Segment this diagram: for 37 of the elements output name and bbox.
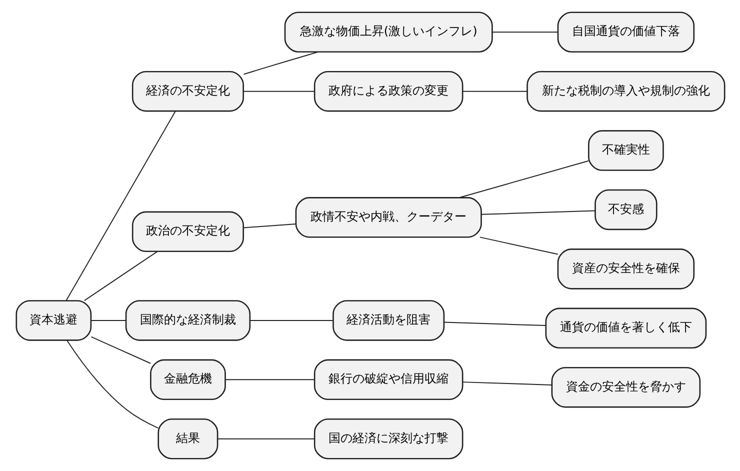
- connector: [242, 51, 318, 75]
- connector: [249, 320, 333, 321]
- node-box: 経済の不安定化: [131, 70, 244, 112]
- connector: [458, 160, 588, 198]
- connector: [492, 32, 558, 33]
- connector: [90, 336, 151, 364]
- node-box: 銀行の破綻や信用収縮: [313, 359, 463, 400]
- node-box: 国際的な経済制裁: [124, 300, 250, 341]
- connector: [83, 251, 158, 302]
- connector: [90, 320, 126, 321]
- connector: [443, 322, 546, 326]
- node-box: 結果: [157, 418, 218, 460]
- node-box: 資本逃避: [15, 300, 92, 341]
- node-box: 資金の安全性を脅かす: [550, 366, 700, 408]
- node-box: 新たな税制の導入や規制の強化: [526, 70, 725, 112]
- node-box: 資産の安全性を確保: [556, 248, 694, 290]
- node-box: 自国通貨の価値下落: [556, 12, 694, 53]
- connector: [65, 110, 176, 302]
- connector: [216, 438, 314, 440]
- connector: [242, 90, 314, 92]
- node-box: 国の経済に深刻な打撃: [313, 418, 463, 460]
- connector: [462, 90, 528, 92]
- node-box: 急激な物価上昇(激しいインフレ): [284, 12, 492, 53]
- connector: [462, 382, 552, 386]
- connector: [66, 340, 158, 428]
- node-box: 通貨の価値を著しく低下: [544, 308, 706, 349]
- node-box: 政治の不安定化: [131, 211, 244, 252]
- node-box: 経済活動を阻害: [332, 300, 444, 341]
- node-box: 政情不安や内戦、クーデター: [294, 197, 482, 238]
- connector: [242, 224, 296, 228]
- node-box: 不確実性: [588, 130, 664, 171]
- connector: [480, 210, 596, 215]
- node-box: 金融危機: [150, 359, 226, 400]
- node-box: 不安感: [594, 189, 657, 230]
- connector: [224, 379, 314, 380]
- node-box: 政府による政策の変更: [313, 70, 463, 112]
- connector: [478, 236, 558, 255]
